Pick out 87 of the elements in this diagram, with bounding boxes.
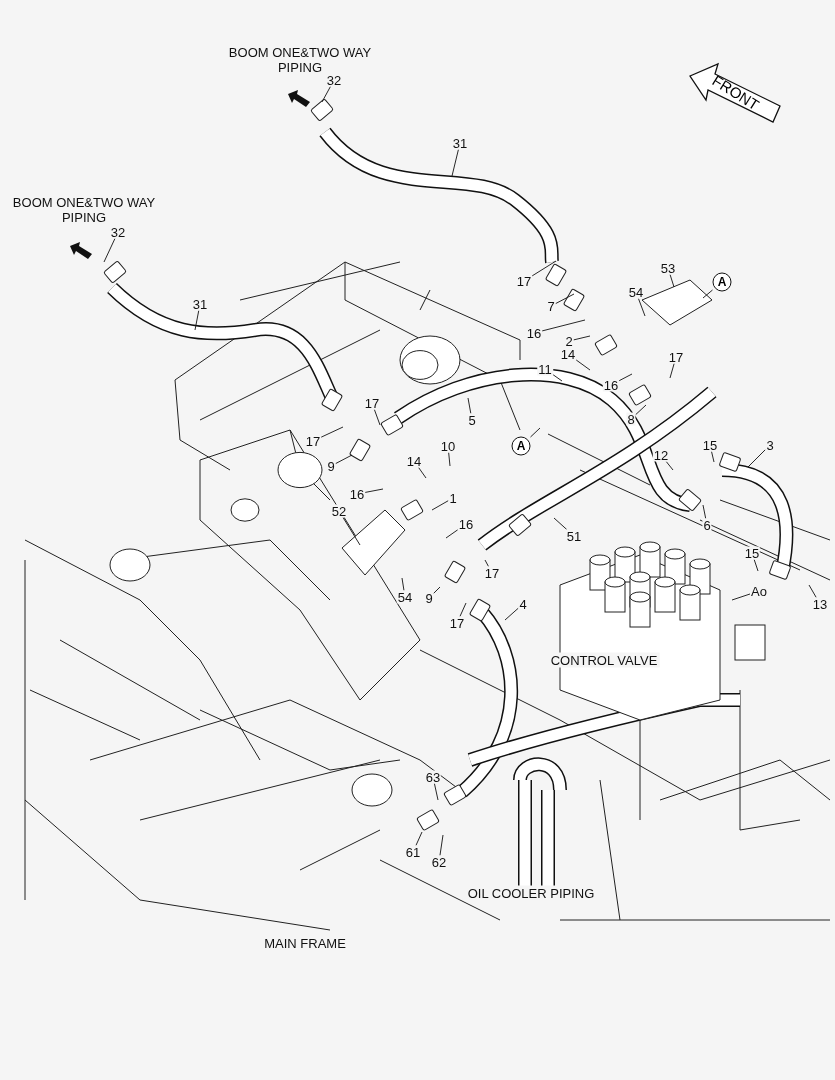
leader-line [555, 293, 575, 305]
callout-number: 12 [652, 448, 670, 462]
callout-number: 17 [363, 396, 381, 410]
leader-line [635, 404, 647, 416]
leader-line [665, 461, 674, 471]
callout-number: 16 [348, 487, 366, 501]
leader-line [618, 373, 633, 382]
callout-number: 6 [702, 518, 712, 532]
leader-line [638, 298, 646, 317]
callout-number: 54 [627, 285, 645, 299]
leader-line [711, 451, 715, 463]
leader-line [194, 310, 200, 331]
callout-number: 10 [439, 439, 457, 453]
leader-line [808, 584, 817, 598]
leader-line [573, 335, 591, 341]
leader-line [541, 319, 586, 332]
callout-number: 62 [430, 855, 448, 869]
leader-line [342, 517, 361, 546]
callout-number: 14 [559, 347, 577, 361]
callout-number: 16 [457, 517, 475, 531]
callout-number: 17 [515, 274, 533, 288]
callout-number: 7 [546, 299, 556, 313]
callout-number: 17 [483, 566, 501, 580]
callout-number: 17 [667, 350, 685, 364]
callout-number: 51 [565, 529, 583, 543]
callout-number: 9 [326, 459, 336, 473]
callout-number: 13 [811, 597, 829, 611]
leader-line [321, 86, 331, 103]
reference-mark: A [712, 272, 732, 292]
callout-number: 61 [404, 845, 422, 859]
callout-number: 2 [564, 334, 574, 348]
callout-number: 31 [191, 297, 209, 311]
callout-number: 17 [448, 616, 466, 630]
leader-line [702, 504, 707, 519]
leader-line [373, 409, 381, 426]
leader-line [401, 577, 405, 591]
component-label: OIL COOLER PIPING [465, 885, 597, 901]
callout-number: 63 [424, 770, 442, 784]
callout-number: 31 [451, 136, 469, 150]
leader-line [445, 529, 459, 539]
leader-line [459, 602, 467, 617]
callout-number: 16 [602, 378, 620, 392]
leader-line [451, 149, 459, 177]
callout-number: 53 [659, 261, 677, 275]
leader-line [530, 427, 541, 438]
leader-line [669, 274, 675, 288]
leader-line [415, 831, 423, 846]
leader-line [467, 397, 472, 414]
callout-number: 15 [701, 438, 719, 452]
leader-line [553, 517, 568, 530]
callout-number: Ao [750, 584, 768, 598]
leader-line [731, 593, 751, 601]
leader-line [418, 467, 427, 479]
callout-number: 9 [424, 591, 434, 605]
leader-line [448, 452, 451, 467]
callout-number: 11 [537, 362, 553, 376]
callout-number: 14 [405, 454, 423, 468]
callout-number: 3 [765, 438, 775, 452]
callout-number: 15 [743, 546, 761, 560]
leader-line [747, 449, 766, 468]
leader-line [575, 359, 591, 371]
reference-mark: A [511, 436, 531, 456]
callout-number: 17 [304, 434, 322, 448]
leader-line [531, 260, 557, 277]
leader-line [669, 363, 675, 379]
leader-line [431, 500, 449, 511]
leader-line [364, 488, 384, 493]
leader-line [433, 586, 441, 594]
leader-line [320, 426, 344, 438]
leader-line [439, 834, 444, 856]
leader-line [335, 454, 353, 465]
callout-number: 1 [448, 491, 458, 505]
leader-line [484, 559, 489, 567]
leader-line [753, 559, 759, 572]
callout-number: 52 [330, 504, 348, 518]
leader-line [552, 374, 563, 382]
leader-line [103, 238, 116, 263]
leader-line [702, 289, 713, 299]
component-label: CONTROL VALVE [548, 652, 660, 668]
callout-number: 16 [525, 326, 543, 340]
leader-line [433, 783, 439, 801]
callout-number: 32 [109, 225, 127, 239]
callout-number: 54 [396, 590, 414, 604]
callout-number: 4 [518, 597, 528, 611]
callout-number: 5 [467, 413, 477, 427]
callout-number: 8 [626, 412, 636, 426]
leader-line [504, 607, 519, 621]
